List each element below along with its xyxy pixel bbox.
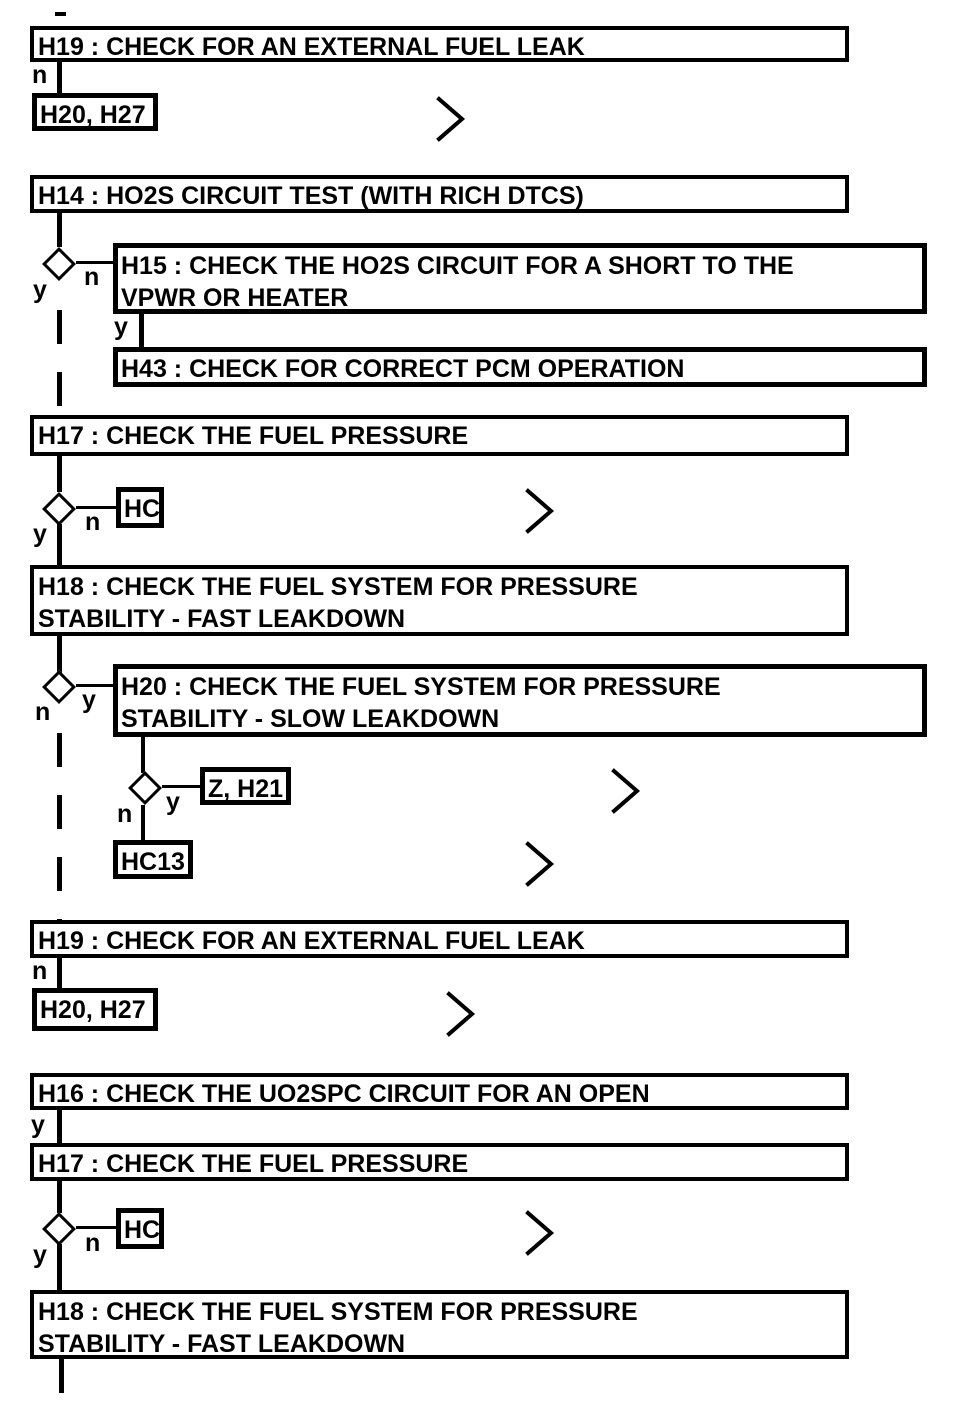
connector-line	[57, 211, 62, 247]
branch-label-yes: y	[31, 1111, 45, 1139]
next-chevron-icon	[446, 991, 476, 1037]
connector-line	[162, 785, 200, 788]
connector-line	[76, 1226, 116, 1229]
ref-box-label: HC	[124, 1216, 161, 1244]
step-box-h15: H15 : CHECK THE HO2S CIRCUIT FOR A SHORT…	[113, 243, 927, 314]
connector-line	[139, 312, 144, 348]
branch-label-yes: y	[82, 686, 96, 714]
connector-line	[76, 261, 114, 264]
decision-diamond-h17-a	[42, 492, 76, 526]
connector-line	[57, 1244, 62, 1290]
step-box-h19-top: H19 : CHECK FOR AN EXTERNAL FUEL LEAK	[30, 26, 849, 62]
ref-box-z-h21: Z, H21	[200, 767, 291, 805]
connector-line	[76, 684, 113, 687]
ref-box-label: HC13	[121, 848, 185, 876]
branch-label-no: n	[32, 61, 48, 89]
connector-line	[57, 634, 62, 675]
ref-box-label: Z, H21	[208, 775, 284, 803]
step-box-line2: STABILITY - FAST LEAKDOWN	[38, 605, 406, 633]
step-box-h20: H20 : CHECK THE FUEL SYSTEM FOR PRESSURE…	[113, 664, 927, 737]
step-box-line2: VPWR OR HEATER	[121, 284, 349, 312]
dashed-connector-line	[57, 282, 62, 415]
step-box-line2: STABILITY - SLOW LEAKDOWN	[121, 705, 500, 733]
step-box-line1: H15 : CHECK THE HO2S CIRCUIT FOR A SHORT…	[121, 252, 794, 280]
ref-box-label: H20, H27	[40, 101, 146, 129]
connector-line	[57, 60, 62, 94]
dashed-connector-line	[57, 705, 62, 920]
step-box-h17-b: H17 : CHECK THE FUEL PRESSURE	[30, 1143, 849, 1181]
branch-label-yes: y	[114, 313, 128, 341]
branch-label-no: n	[35, 698, 51, 726]
branch-label-no: n	[84, 263, 100, 291]
ref-box-hc-b: HC	[116, 1208, 164, 1249]
next-chevron-icon	[525, 841, 555, 887]
connector-line	[141, 737, 145, 773]
step-box-label: H43 : CHECK FOR CORRECT PCM OPERATION	[121, 355, 685, 383]
connector-line	[57, 1179, 62, 1213]
step-box-h19-mid: H19 : CHECK FOR AN EXTERNAL FUEL LEAK	[30, 920, 849, 958]
decision-diamond-h17-b	[42, 1212, 76, 1246]
step-box-h17-a: H17 : CHECK THE FUEL PRESSURE	[30, 415, 849, 456]
branch-label-no: n	[85, 1229, 101, 1257]
ref-box-h20-h27-mid: H20, H27	[32, 988, 158, 1031]
step-box-h14: H14 : HO2S CIRCUIT TEST (WITH RICH DTCS)	[30, 175, 849, 213]
step-box-label: H16 : CHECK THE UO2SPC CIRCUIT FOR AN OP…	[38, 1080, 650, 1108]
step-box-label: H17 : CHECK THE FUEL PRESSURE	[38, 1150, 469, 1178]
next-chevron-icon	[436, 96, 466, 142]
step-box-h18-a: H18 : CHECK THE FUEL SYSTEM FOR PRESSURE…	[30, 565, 849, 636]
ref-box-h20-h27-top: H20, H27	[32, 93, 158, 131]
ref-box-hc-a: HC	[116, 487, 164, 528]
step-box-label: H19 : CHECK FOR AN EXTERNAL FUEL LEAK	[38, 927, 585, 955]
step-box-h18-b: H18 : CHECK THE FUEL SYSTEM FOR PRESSURE…	[30, 1290, 849, 1359]
step-box-label: H14 : HO2S CIRCUIT TEST (WITH RICH DTCS)	[38, 182, 584, 210]
branch-label-no: n	[117, 800, 133, 828]
branch-label-yes: y	[33, 520, 47, 548]
decision-diamond-h14	[42, 247, 76, 281]
connector-line	[141, 805, 145, 840]
connector-line	[57, 1108, 62, 1144]
step-box-label: H19 : CHECK FOR AN EXTERNAL FUEL LEAK	[38, 33, 585, 61]
connector-line	[57, 956, 62, 990]
step-box-h16: H16 : CHECK THE UO2SPC CIRCUIT FOR AN OP…	[30, 1073, 849, 1110]
decision-diamond-h20	[128, 771, 162, 805]
connector-line	[57, 454, 62, 492]
ref-box-hc13: HC13	[113, 840, 193, 879]
step-box-line2: STABILITY - FAST LEAKDOWN	[38, 1330, 406, 1358]
step-box-h43: H43 : CHECK FOR CORRECT PCM OPERATION	[113, 347, 927, 387]
next-chevron-icon	[525, 1210, 555, 1256]
branch-label-yes: y	[33, 1241, 47, 1269]
branch-label-no: n	[85, 508, 101, 536]
next-chevron-icon	[525, 488, 555, 534]
step-box-label: H17 : CHECK THE FUEL PRESSURE	[38, 422, 469, 450]
next-chevron-icon	[611, 768, 641, 814]
branch-label-no: n	[32, 957, 48, 985]
connector-line	[59, 1357, 64, 1393]
step-box-line1: H18 : CHECK THE FUEL SYSTEM FOR PRESSURE	[38, 1298, 638, 1326]
dashed-line-fragment	[55, 12, 66, 16]
branch-label-yes: y	[166, 788, 180, 816]
step-box-line1: H18 : CHECK THE FUEL SYSTEM FOR PRESSURE	[38, 573, 638, 601]
step-box-line1: H20 : CHECK THE FUEL SYSTEM FOR PRESSURE	[121, 673, 721, 701]
branch-label-yes: y	[33, 276, 47, 304]
ref-box-label: HC	[124, 495, 161, 523]
connector-line	[57, 524, 62, 565]
connector-line	[76, 506, 116, 509]
ref-box-label: H20, H27	[40, 996, 146, 1024]
